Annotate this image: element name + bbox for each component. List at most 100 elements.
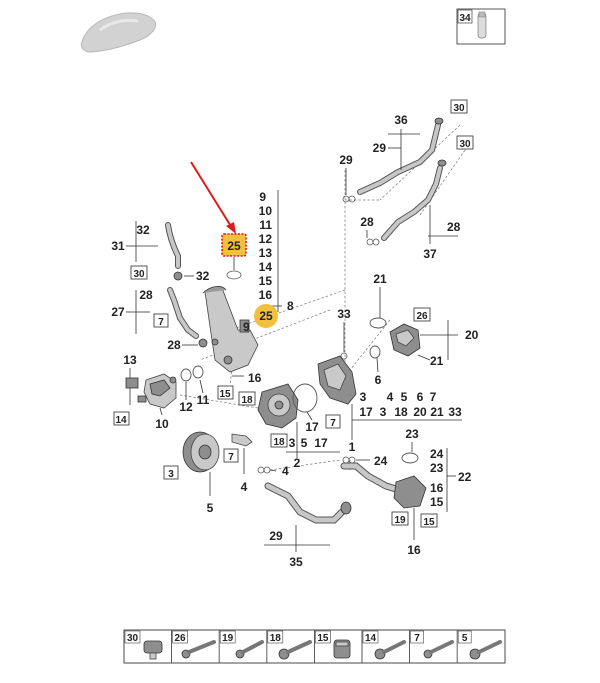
thermostat-unit-10: 13 14 12 11 10 [113,353,210,431]
ref-box-30-top[interactable]: 30 30 [450,99,474,150]
row-b-3: 3 [380,405,387,419]
legend-cell-5[interactable]: 5 [456,629,506,664]
coolant-pipe-35: 4 29 35 [257,464,352,569]
coolant-hose-36: 36 29 [357,113,444,195]
label-2: 2 [294,456,301,470]
part-34-box[interactable]: 34 [456,8,506,45]
label-24-left: 24 [374,454,388,468]
label-28-right: 28 [447,220,461,234]
label-25-circle: 25 [259,309,273,323]
label-21-top: 21 [373,272,387,286]
label-16-bottom: 16 [407,543,421,557]
row-a-5: 5 [401,390,408,404]
label-30-mid: 30 [459,139,471,150]
row-a-6: 6 [417,390,424,404]
label-18-top: 18 [241,395,253,406]
label-5-pump: 5 [301,436,308,450]
label-13-left: 13 [123,353,137,367]
fastener-legend-strip: 30 26 19 18 15 [123,629,506,664]
label-10: 10 [259,204,273,218]
label-22: 22 [458,470,472,484]
row-a-4: 4 [387,390,394,404]
label-24-right: 24 [430,447,444,461]
legend-label-26: 26 [174,633,186,644]
label-9b: 9 [243,320,250,334]
label-20: 20 [465,328,479,342]
callout-33: 33 [337,307,351,360]
legend-cell-7[interactable]: 7 [409,629,458,664]
label-13: 13 [259,246,273,260]
legend-label-5: 5 [462,633,468,644]
label-17-pump: 17 [305,420,319,434]
label-4-bracket: 4 [241,480,248,494]
label-1: 1 [349,440,356,454]
pump-housing-1: 1 [317,355,357,454]
label-37: 37 [423,247,437,261]
label-30-left: 30 [133,269,145,280]
label-7-left: 7 [158,317,164,328]
label-14-left: 14 [115,415,127,426]
legend-label-30: 30 [127,633,139,644]
coolant-pipe-28-left: 28 27 7 28 [111,287,208,352]
label-28-lower: 28 [167,338,181,352]
water-pump-17: 18 18 17 3 5 17 7 2 [238,383,341,470]
label-30-top: 30 [453,103,465,114]
label-27: 27 [111,305,125,319]
callout-16-15-center: 16 15 [217,371,262,400]
label-33: 33 [337,307,351,321]
coolant-pipe-22: 24 23 24 23 22 16 15 19 15 16 [340,427,472,557]
label-29-lower: 29 [269,529,283,543]
label-8: 8 [287,299,294,313]
car-silhouette-icon [80,12,157,53]
label-29-hose: 29 [373,141,387,155]
label-7-bracket: 7 [228,452,234,463]
label-17-row: 17 [314,436,328,450]
legend-cell-18[interactable]: 18 [266,629,315,664]
label-18-bottom: 18 [273,437,285,448]
row-b-20: 20 [413,405,427,419]
row-b-18: 18 [394,405,408,419]
label-14: 14 [259,260,273,274]
label-16: 16 [259,288,273,302]
row-b-21: 21 [430,405,444,419]
legend-label-15: 15 [317,633,329,644]
label-15-right: 15 [430,495,444,509]
legend-label-19: 19 [222,633,234,644]
label-34: 34 [459,13,471,24]
row-a-3: 3 [360,390,367,404]
label-16-center: 16 [248,371,262,385]
label-31: 31 [111,239,125,253]
coolant-flange-20: 21 26 20 21 6 [369,272,479,387]
label-25-highlight: 25 [227,239,241,253]
highlight-25-square[interactable]: 25 [221,233,247,280]
label-4-pipe: 4 [282,464,289,478]
bracket-part-4: 7 4 [223,433,253,494]
coolant-pipe-31: 32 31 30 32 [111,221,210,283]
pulley-3: 3 5 [163,431,220,515]
callout-29-upper: 29 [339,153,356,203]
coolant-hose-37: 28 28 37 [360,159,461,261]
label-28-hose37: 28 [360,215,374,229]
label-11-left: 11 [197,393,210,407]
label-26: 26 [416,311,428,322]
thermostat-housing-part-9: 9 [202,286,259,373]
label-32-mid: 32 [196,269,210,283]
label-32-top: 32 [136,223,150,237]
label-29-upper: 29 [339,153,353,167]
row-a-7: 7 [430,390,437,404]
label-35: 35 [289,555,303,569]
callout-row-pump-housing: 3 4 5 6 7 17 3 18 20 21 33 [352,390,462,421]
label-10-left: 10 [155,417,169,431]
label-12-left: 12 [179,400,193,414]
label-5-pulley: 3 [168,469,174,480]
label-23-right: 23 [430,461,444,475]
label-23-top: 23 [405,427,419,441]
label-36: 36 [394,113,408,127]
label-28-left: 28 [139,288,153,302]
legend-label-14: 14 [365,633,377,644]
highlight-25-circle[interactable]: 25 [254,304,278,328]
label-19-pipe: 19 [394,515,406,526]
row-b-17: 17 [359,405,373,419]
legend-label-7: 7 [414,633,420,644]
